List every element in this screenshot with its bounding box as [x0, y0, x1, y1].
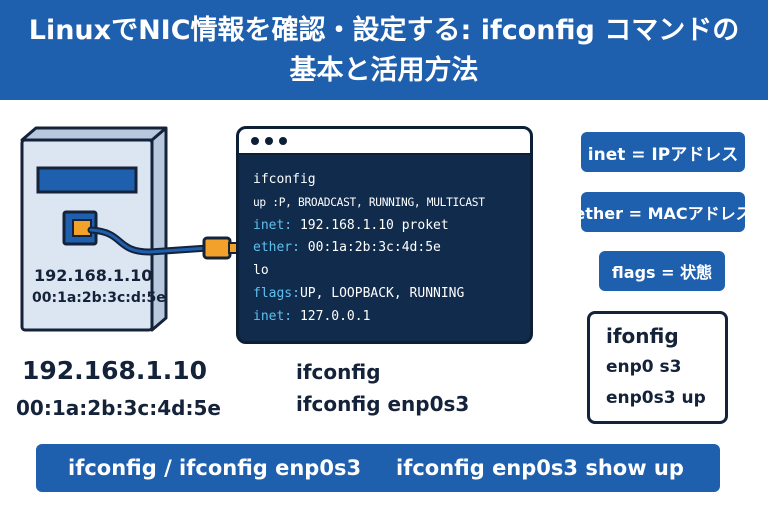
ethernet-cable-icon [87, 226, 238, 260]
flags-badge: flags = 状態 [599, 251, 725, 291]
command-list-item: ifonfig [606, 324, 679, 348]
footer-command-bar: ifconfig / ifconfig enp0s3 ifconfig enp0… [36, 444, 720, 492]
terminal-line: ifconfig [253, 172, 316, 187]
ip-address-caption: 192.168.1.10 [22, 356, 208, 385]
title-line-2: 基本と活用方法 [289, 55, 479, 86]
terminal-output: ifconfig up :P, BROADCAST, RUNNING, MULT… [253, 169, 526, 329]
terminal-value: 00:1a:2b:3c:4d:5e [299, 240, 441, 256]
server-ip-label: 192.168.1.10 [34, 266, 153, 285]
window-dots-icon [251, 137, 259, 145]
command-list-item: enp0 s3 [606, 357, 682, 377]
window-dots-icon [265, 137, 273, 145]
footer-command-left: ifconfig / ifconfig enp0s3 [68, 456, 362, 480]
server-mac-label: 00:1a:2b:3c:d:5e [32, 290, 166, 306]
ether-badge: ether = MACアドレス [574, 192, 752, 232]
terminal-line: inet: 127.0.0.1 [253, 306, 526, 329]
terminal-line: flags:UP, LOOPBACK, RUNNING [253, 283, 526, 306]
terminal-keyword: inet: [253, 308, 293, 324]
terminal-value: UP, LOOPBACK, RUNNING [299, 285, 465, 301]
terminal-value: 192.168.1.10 proket [292, 217, 449, 233]
terminal-line: up :P, BROADCAST, RUNNING, MULTICAST [253, 195, 485, 209]
command-example-2: ifconfig enp0s3 [296, 392, 470, 416]
command-list-box: ifonfig enp0 s3 enp0s3 up [587, 311, 728, 424]
terminal-window: ifconfig up :P, BROADCAST, RUNNING, MULT… [236, 126, 533, 344]
title-line-1: LinuxでNIC情報を確認・設定する: ifconfig コマンドの [28, 15, 740, 46]
terminal-keyword: ether: [253, 240, 300, 256]
terminal-value: 127.0.0.1 [292, 308, 371, 324]
terminal-line: ether: 00:1a:2b:3c:4d:5e [253, 237, 526, 260]
title-banner: LinuxでNIC情報を確認・設定する: ifconfig コマンドの 基本と活… [0, 0, 768, 100]
command-example-1: ifconfig [296, 360, 381, 384]
terminal-title-bar [239, 129, 530, 155]
footer-command-right: ifconfig enp0s3 show up [396, 456, 684, 480]
command-list-item: enp0s3 up [606, 388, 706, 408]
mac-address-caption: 00:1a:2b:3c:4d:5e [16, 396, 221, 420]
server-illustration [20, 126, 238, 332]
window-dots-icon [279, 137, 287, 145]
inet-badge: inet = IPアドレス [581, 132, 745, 172]
terminal-keyword: flags: [253, 285, 300, 301]
terminal-line: inet: 192.168.1.10 proket [253, 215, 526, 238]
terminal-keyword: inet: [253, 217, 293, 233]
terminal-line: lo [253, 263, 269, 279]
